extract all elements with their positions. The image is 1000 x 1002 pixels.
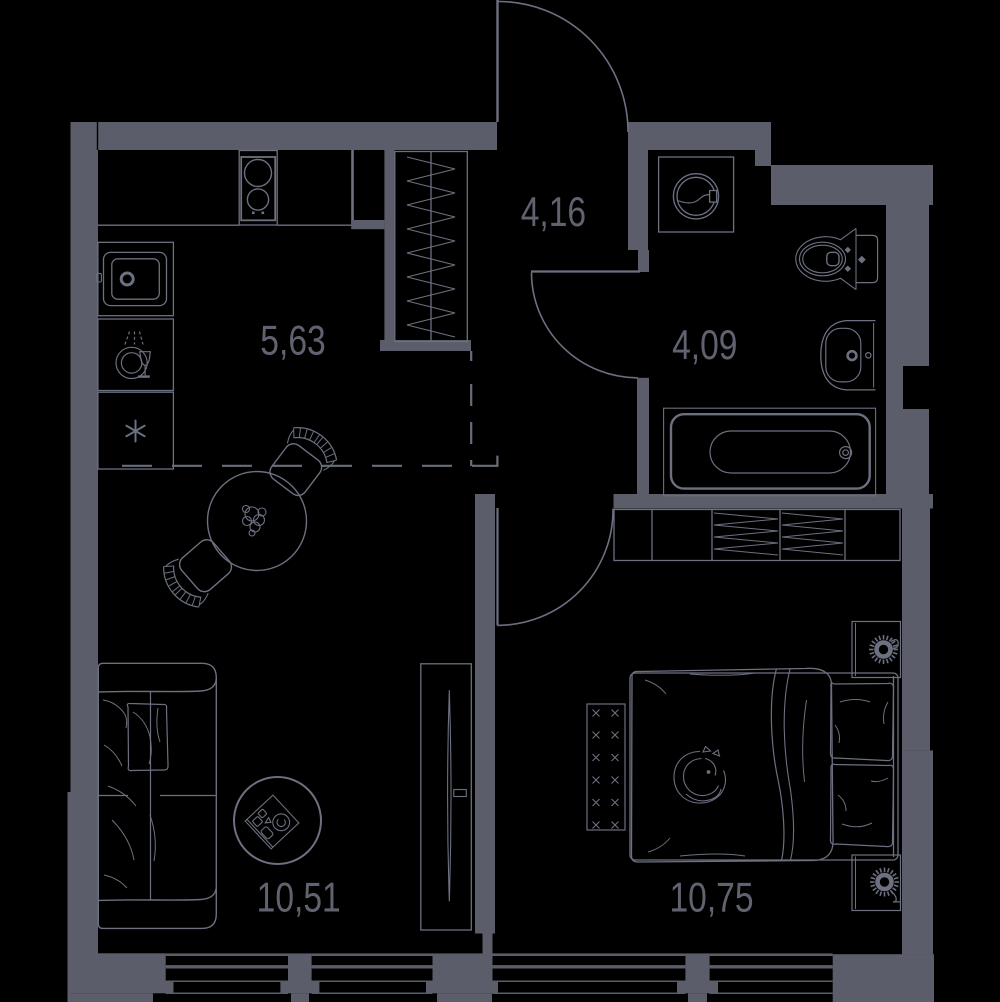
svg-text:10,51: 10,51	[257, 875, 341, 921]
svg-text:10,75: 10,75	[669, 875, 753, 921]
svg-text:4,09: 4,09	[672, 323, 737, 369]
svg-text:4,16: 4,16	[521, 190, 586, 236]
svg-text:5,63: 5,63	[260, 318, 325, 364]
